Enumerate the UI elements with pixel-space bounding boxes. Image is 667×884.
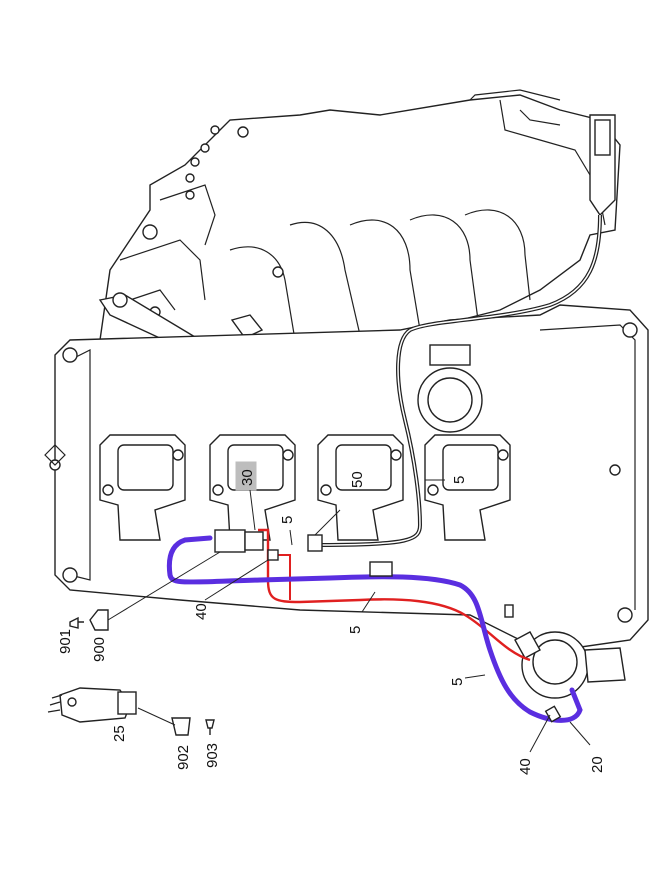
- label-40-left: 40: [193, 603, 210, 620]
- label-40-right: 40: [517, 758, 534, 775]
- leader-lines: [107, 479, 591, 753]
- part-25: [47, 687, 137, 723]
- label-903: 903: [204, 743, 221, 768]
- label-901: 901: [57, 629, 74, 654]
- coil-4: [424, 434, 511, 541]
- part-902: [171, 717, 191, 736]
- blue-vacuum-hose: [166, 535, 583, 723]
- part-901: [69, 616, 84, 629]
- label-30: 30: [239, 469, 256, 486]
- highlight-30: [235, 461, 257, 491]
- label-50: 50: [349, 471, 366, 488]
- label-902: 902: [175, 745, 192, 770]
- label-5-top: 5: [279, 516, 296, 524]
- vacuum-pump: [514, 631, 626, 699]
- label-5-mid: 5: [347, 626, 364, 634]
- connector-900: [214, 529, 246, 553]
- label-900: 900: [91, 637, 108, 662]
- label-5-coil: 5: [451, 476, 468, 484]
- loose-parts: [47, 609, 215, 736]
- part-900: [89, 609, 109, 631]
- label-25: 25: [111, 725, 128, 742]
- part-903: [205, 719, 215, 735]
- coil-1: [99, 434, 186, 541]
- callout-labels: 30 50 5 5 5 5 40 40 20 900 901 902 903 2…: [57, 469, 606, 775]
- tee-fitting: [504, 604, 514, 618]
- coil-3: [317, 434, 404, 541]
- label-20: 20: [589, 756, 606, 773]
- label-5-right: 5: [449, 678, 466, 686]
- red-vacuum-hose: [258, 528, 531, 662]
- ignition-coils: [99, 434, 511, 541]
- connector-50: [307, 534, 323, 552]
